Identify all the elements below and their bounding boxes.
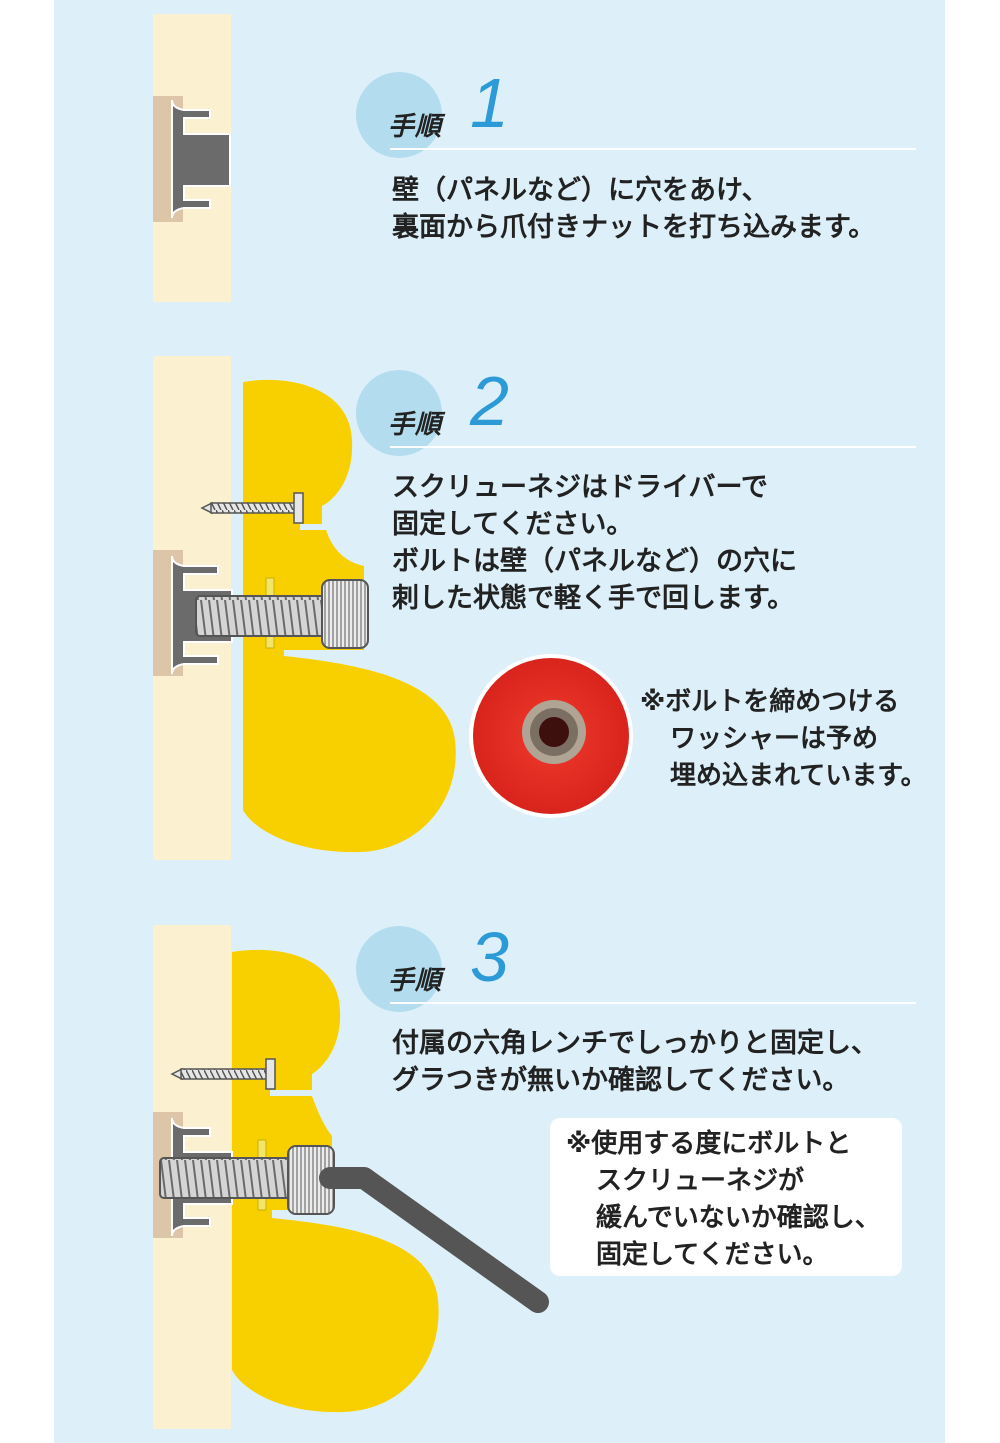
- step3-line: 付属の六角レンチでしっかりと固定し、: [392, 1028, 878, 1059]
- hex-wrench: [319, 1167, 549, 1313]
- step3-note-line: 固定してください。: [596, 1240, 829, 1270]
- step1-circle: [356, 72, 442, 158]
- step3-note-line: ※使用する度にボルトと: [566, 1129, 852, 1159]
- step1-rule: [390, 148, 916, 150]
- step2-note-line: ワッシャーは予め: [670, 724, 879, 754]
- step2-line: ボルトは壁（パネルなど）の穴に: [392, 546, 797, 577]
- bolt-shank-2: [195, 595, 331, 637]
- step2-rule: [390, 446, 916, 448]
- step3-circle: [356, 926, 442, 1012]
- step3-label: 手順: [388, 966, 443, 996]
- step3-header: 手順 3: [356, 922, 916, 1016]
- step1-line: 裏面から爪付きナットを打ち込みます。: [392, 212, 876, 243]
- climbing-hold-3: [232, 949, 439, 1413]
- step3-note-box: [550, 1118, 902, 1276]
- step1-label: 手順: [388, 112, 443, 142]
- step2-line: スクリューネジはドライバーで: [392, 472, 768, 503]
- step2-illustration: [153, 356, 633, 860]
- step1-description: 壁（パネルなど）に穴をあけ、 裏面から爪付きナットを打ち込みます。: [392, 172, 875, 246]
- step3-note-line: 緩んでいないか確認し、: [596, 1203, 881, 1233]
- step2-header: 手順 2: [356, 366, 916, 460]
- step2-circle: [356, 370, 442, 456]
- step2-number: 2: [470, 362, 509, 440]
- wood-screw-2: [200, 492, 304, 524]
- step3-note-line: スクリューネジが: [596, 1166, 805, 1196]
- bolt-head-2: [321, 579, 369, 649]
- step3-line: グラつきが無いか確認してください。: [392, 1065, 850, 1096]
- tee-nut-1: [171, 99, 231, 219]
- step1-header: 手順 1: [356, 68, 916, 162]
- step2-line: 刺した状態で軽く手で回します。: [392, 583, 795, 614]
- step3-rule: [390, 1002, 916, 1004]
- wood-screw-3: [170, 1058, 276, 1090]
- step3-description: 付属の六角レンチでしっかりと固定し、 グラつきが無いか確認してください。: [392, 1025, 878, 1099]
- bolt-shank-3: [159, 1157, 295, 1199]
- step2-note-line: ※ボルトを締めつける: [640, 687, 900, 717]
- step3-number: 3: [470, 918, 509, 996]
- step1-illustration: [153, 14, 231, 302]
- step1-line: 壁（パネルなど）に穴をあけ、: [392, 175, 769, 206]
- step2-description: スクリューネジはドライバーで 固定してください。 ボルトは壁（パネルなど）の穴に…: [392, 469, 797, 617]
- step2-line: 固定してください。: [392, 509, 634, 540]
- photo-circle: [469, 654, 633, 818]
- step2-note: ※ボルトを締めつける ワッシャーは予め 埋め込まれています。: [640, 684, 927, 795]
- step1-number: 1: [470, 64, 509, 142]
- step3-note: ※使用する度にボルトと スクリューネジが 緩んでいないか確認し、 固定してくださ…: [566, 1126, 881, 1274]
- step2-note-line: 埋め込まれています。: [670, 761, 927, 791]
- step3-illustration: [153, 925, 549, 1429]
- step2-label: 手順: [388, 410, 443, 440]
